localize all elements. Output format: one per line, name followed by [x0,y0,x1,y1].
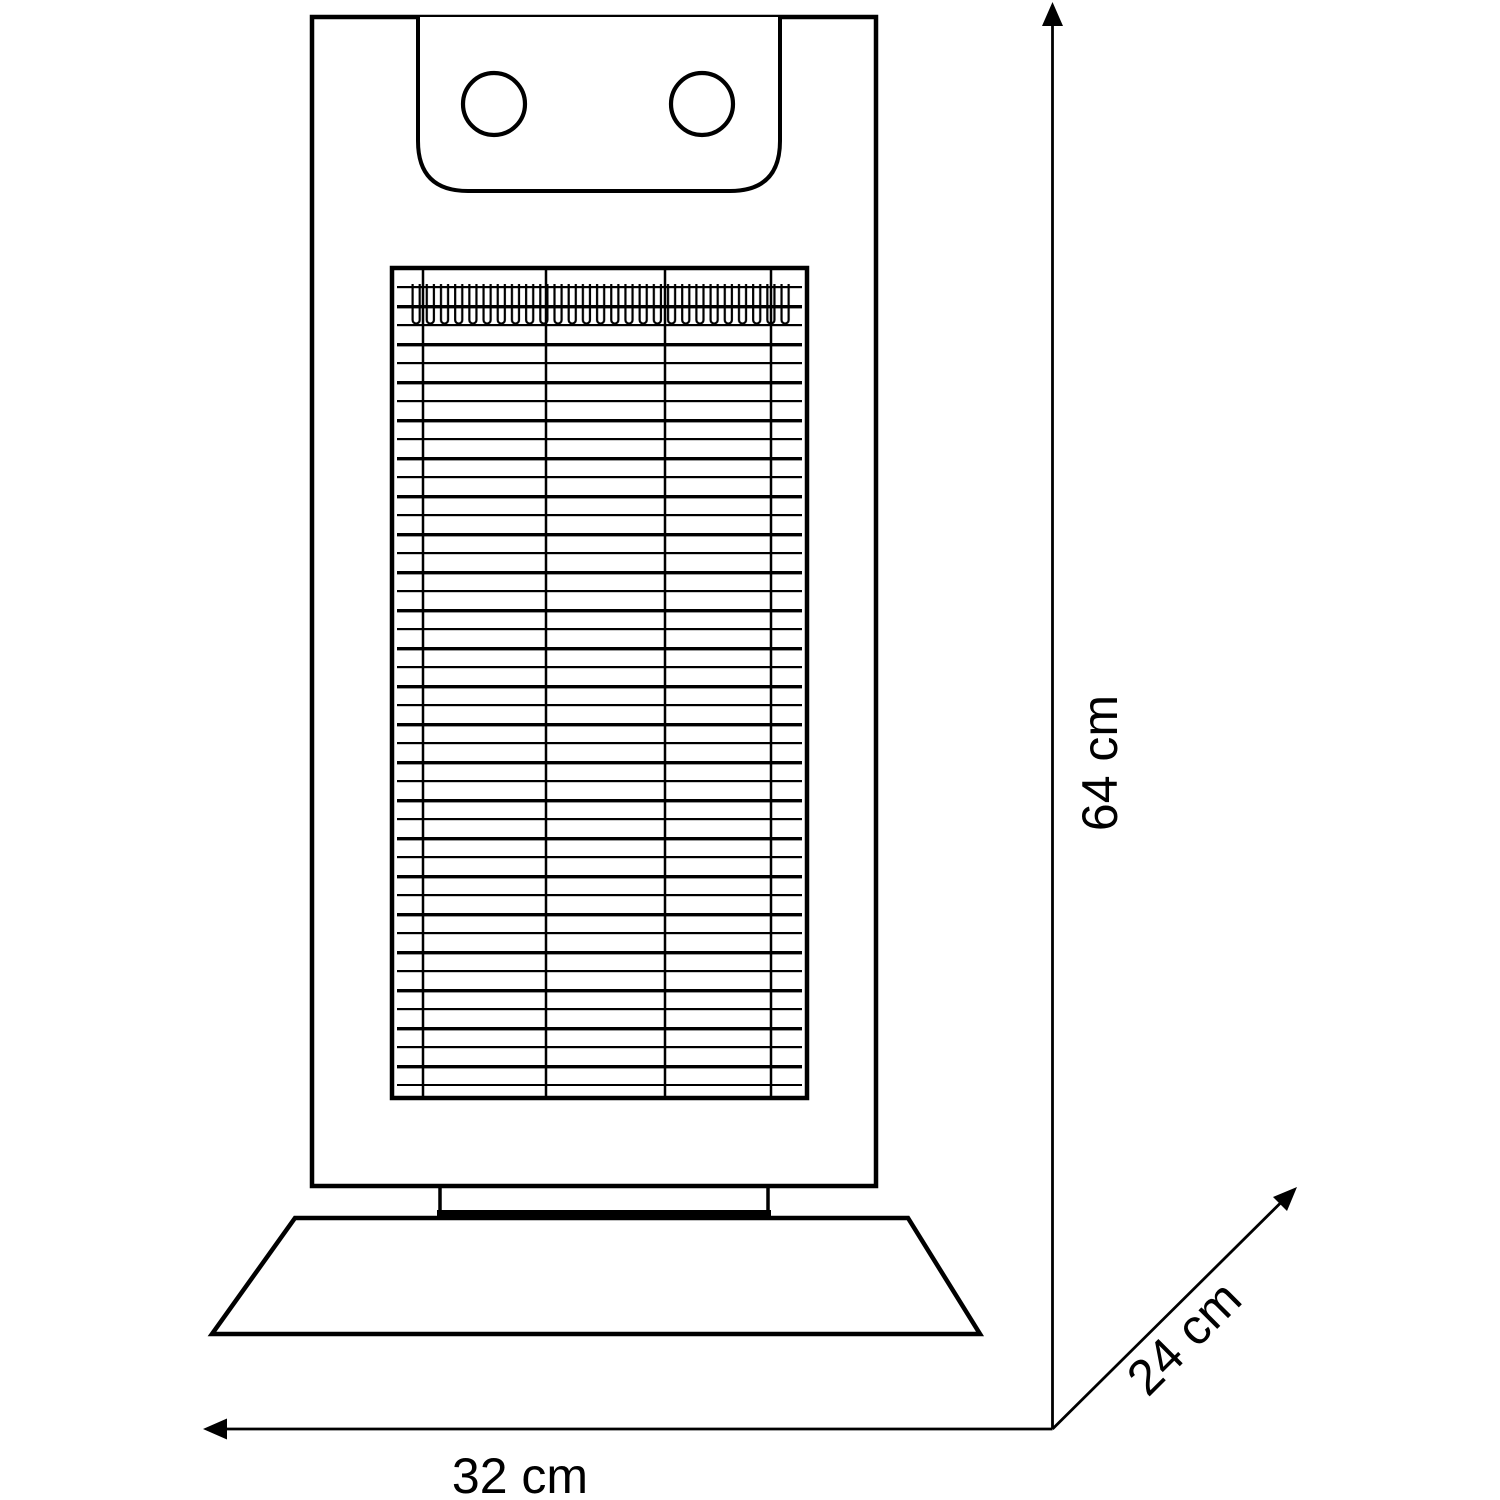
base-outline [207,1215,985,1337]
height-arrowhead-icon [1042,2,1063,26]
heating-coil [409,284,792,332]
right-control-knob [668,70,736,138]
control-panel-outline [416,17,782,193]
depth-arrowhead-icon [1273,1187,1297,1211]
depth-dimension-line [1051,1199,1284,1430]
left-control-knob [460,70,528,138]
width-arrowhead-icon [203,1418,227,1440]
grill-slats [397,284,802,1086]
height-dimension-label: 64 cm [1072,694,1128,832]
width-dimension-label: 32 cm [451,1448,589,1500]
